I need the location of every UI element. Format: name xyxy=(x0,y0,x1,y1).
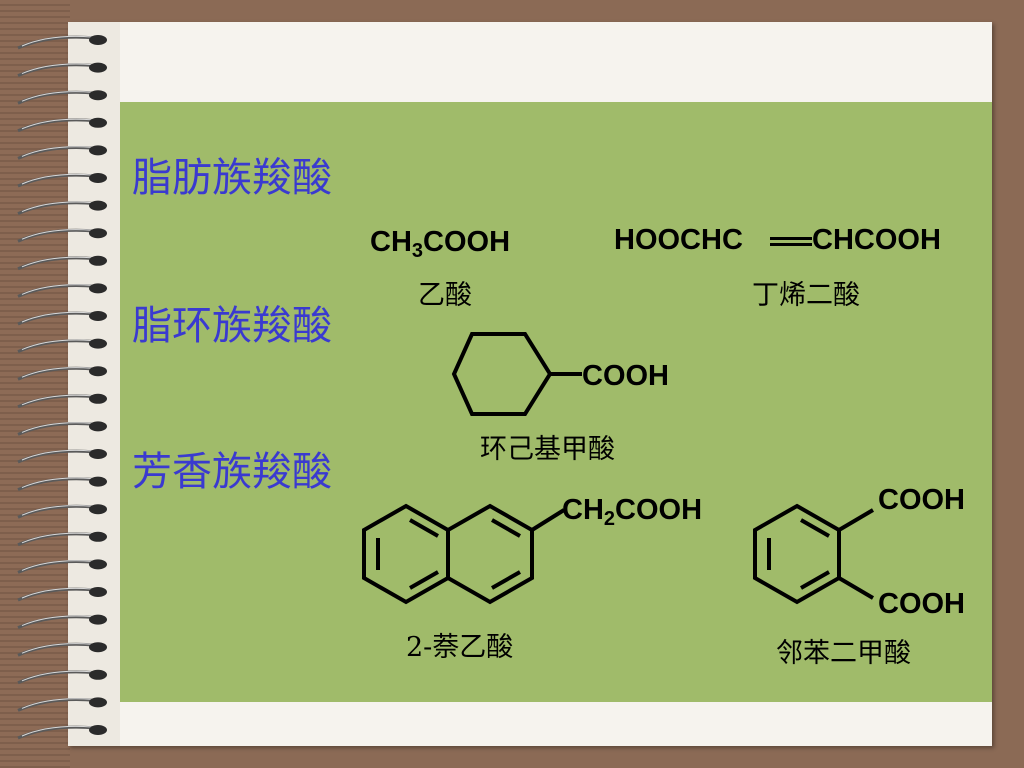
butenedioic-right: CHCOOH xyxy=(812,224,941,256)
phthalic-top-cooh: COOH xyxy=(878,484,965,516)
binding-ring xyxy=(17,338,107,353)
phthalic-acid-name: 邻苯二甲酸 xyxy=(776,638,911,669)
naphthylacetic-formula: CH2COOH xyxy=(562,494,703,530)
binding-ring xyxy=(17,476,107,491)
binding-ring xyxy=(17,200,107,215)
heading-aliphatic: 脂肪族羧酸 xyxy=(132,155,332,201)
binding-ring xyxy=(17,669,107,685)
cyclohexane-acid-name: 环己基甲酸 xyxy=(480,434,615,465)
heading-alicyclic: 脂环族羧酸 xyxy=(132,303,332,349)
binding-ring xyxy=(17,642,107,657)
binding-ring xyxy=(17,117,107,133)
cyclohexane-ring-icon xyxy=(451,332,582,416)
binding-ring xyxy=(17,531,107,547)
binding-ring xyxy=(17,614,107,629)
phthalic-bottom-cooh: COOH xyxy=(878,588,965,620)
binding-ring xyxy=(17,62,107,77)
cyclohexane-cooh: COOH xyxy=(582,360,669,392)
naphthalene-ring-icon xyxy=(362,503,566,605)
binding-ring xyxy=(17,725,107,740)
binding-ring xyxy=(17,697,107,712)
paper-margin xyxy=(68,22,120,746)
binding-ring xyxy=(17,311,107,326)
binding-ring xyxy=(17,90,107,105)
naphthylacetic-acid-name: 2-萘乙酸 xyxy=(406,632,514,663)
butenedioic-left: HOOCHC xyxy=(614,224,743,256)
binding-ring xyxy=(17,228,107,243)
binding-ring xyxy=(17,559,107,574)
binding-ring xyxy=(17,393,107,409)
double-bond xyxy=(770,237,812,246)
butenedioic-acid-name: 丁烯二酸 xyxy=(752,280,860,311)
binding-ring xyxy=(17,449,107,464)
spiral-binding-icon xyxy=(17,35,107,740)
content-panel xyxy=(120,102,992,702)
acetic-acid-formula: CH3COOH xyxy=(370,226,511,262)
binding-ring xyxy=(17,283,107,298)
binding-ring xyxy=(17,255,107,271)
binding-ring xyxy=(17,587,107,602)
binding-ring xyxy=(17,35,107,50)
binding-ring xyxy=(17,145,107,160)
binding-ring xyxy=(17,173,107,188)
heading-aromatic: 芳香族羧酸 xyxy=(132,449,332,495)
binding-ring xyxy=(17,366,107,381)
binding-ring xyxy=(17,504,107,519)
frame-stripe xyxy=(0,0,70,768)
benzene-ring-icon xyxy=(753,503,875,605)
binding-ring xyxy=(17,421,107,436)
acetic-acid-name: 乙酸 xyxy=(418,280,472,311)
